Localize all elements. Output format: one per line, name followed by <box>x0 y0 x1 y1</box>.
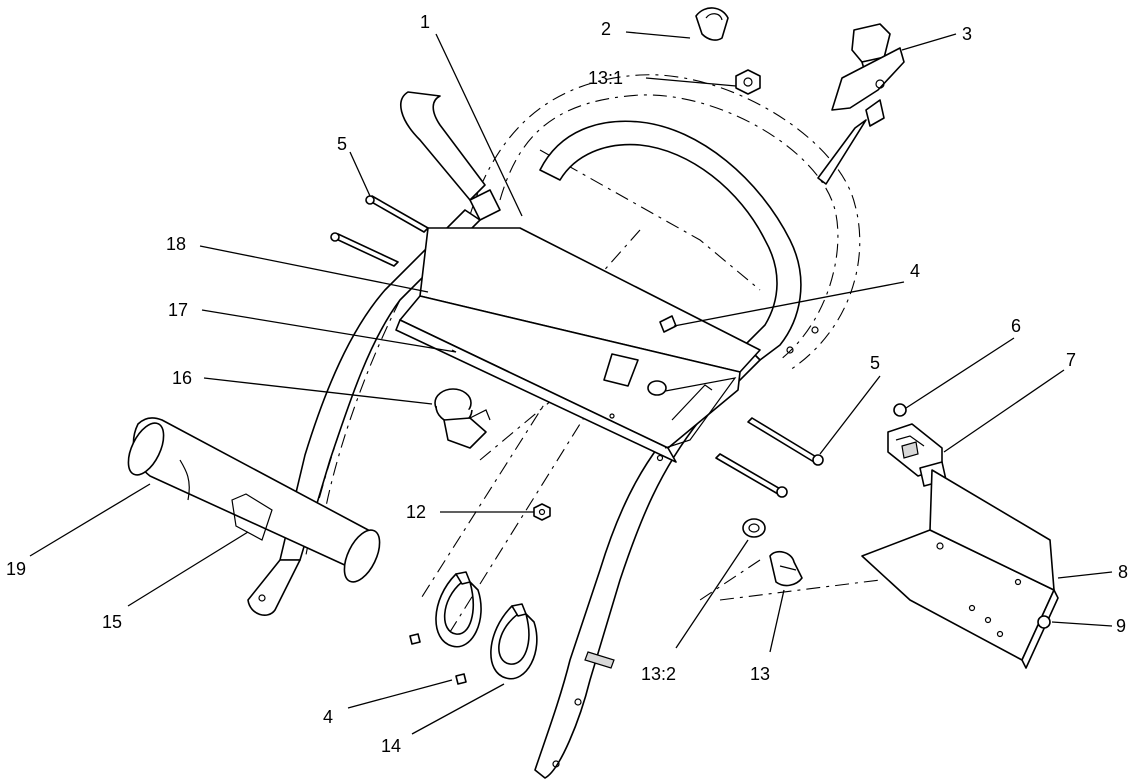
callout-6: 6 <box>1011 316 1021 336</box>
ignition-switch <box>434 388 491 449</box>
callout-14: 14 <box>381 736 401 756</box>
hose-clamps <box>409 571 538 685</box>
callout-1: 1 <box>420 12 430 32</box>
callout-5-right: 5 <box>870 353 880 373</box>
callout-15: 15 <box>102 612 122 632</box>
bolts <box>330 195 824 498</box>
callout-13-2: 13:2 <box>641 664 676 684</box>
callout-12: 12 <box>406 502 426 522</box>
relay-and-bracket <box>861 403 1059 669</box>
callout-4-top: 4 <box>910 261 920 281</box>
callout-4-bottom: 4 <box>323 707 333 727</box>
callout-labels: 1 2 3 13:1 5 18 4 17 6 7 5 16 12 19 8 15… <box>6 12 1128 756</box>
callout-17: 17 <box>168 300 188 320</box>
leader-lines <box>29 31 1113 735</box>
callout-9: 9 <box>1116 616 1126 636</box>
callout-19: 19 <box>6 559 26 579</box>
callout-16: 16 <box>172 368 192 388</box>
callout-8: 8 <box>1118 562 1128 582</box>
grip-tube <box>127 417 381 583</box>
callout-3: 3 <box>962 24 972 44</box>
callout-18: 18 <box>166 234 186 254</box>
callout-13: 13 <box>750 664 770 684</box>
callout-13-1: 13:1 <box>588 68 623 88</box>
control-box <box>395 227 761 463</box>
callout-5-left: 5 <box>337 134 347 154</box>
callout-2: 2 <box>601 19 611 39</box>
right-handle-tube <box>534 120 819 779</box>
key-cap-and-nut <box>695 7 761 95</box>
callout-7: 7 <box>1066 350 1076 370</box>
hex-nut-12 <box>533 503 551 521</box>
light-socket <box>742 518 803 587</box>
throttle-control <box>817 23 905 185</box>
